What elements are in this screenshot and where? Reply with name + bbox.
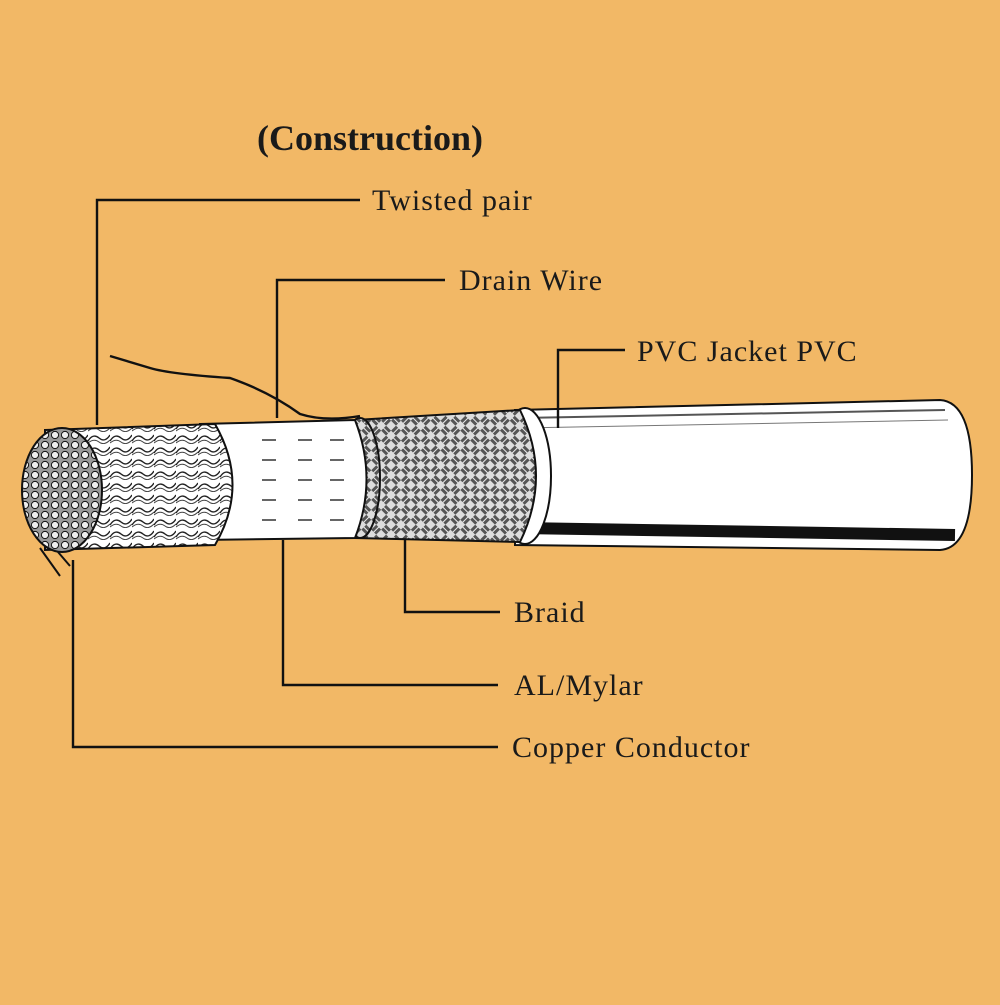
label-pvc-jacket: PVC Jacket PVC	[637, 335, 858, 368]
copper-conductor-end	[21, 427, 103, 577]
leader-braid	[403, 540, 500, 614]
drain-wire	[109, 354, 361, 420]
al-mylar-layer	[199, 418, 368, 542]
diagram-title: (Construction)	[257, 118, 483, 158]
label-drain-wire: Drain Wire	[459, 264, 603, 297]
cable-illustration	[21, 354, 974, 577]
pvc-jacket	[498, 398, 974, 552]
leader-copper-conductor	[71, 560, 498, 749]
label-al-mylar: AL/Mylar	[514, 669, 644, 702]
label-copper-conductor: Copper Conductor	[512, 731, 750, 764]
braid-layer	[339, 408, 537, 544]
label-braid: Braid	[514, 596, 586, 629]
leader-pvc-jacket	[556, 348, 625, 428]
leader-al-mylar	[281, 540, 498, 687]
leader-lines	[71, 198, 625, 749]
leader-drain-wire	[275, 278, 445, 418]
label-twisted-pair: Twisted pair	[372, 184, 533, 217]
leader-twisted-pair	[95, 198, 360, 425]
